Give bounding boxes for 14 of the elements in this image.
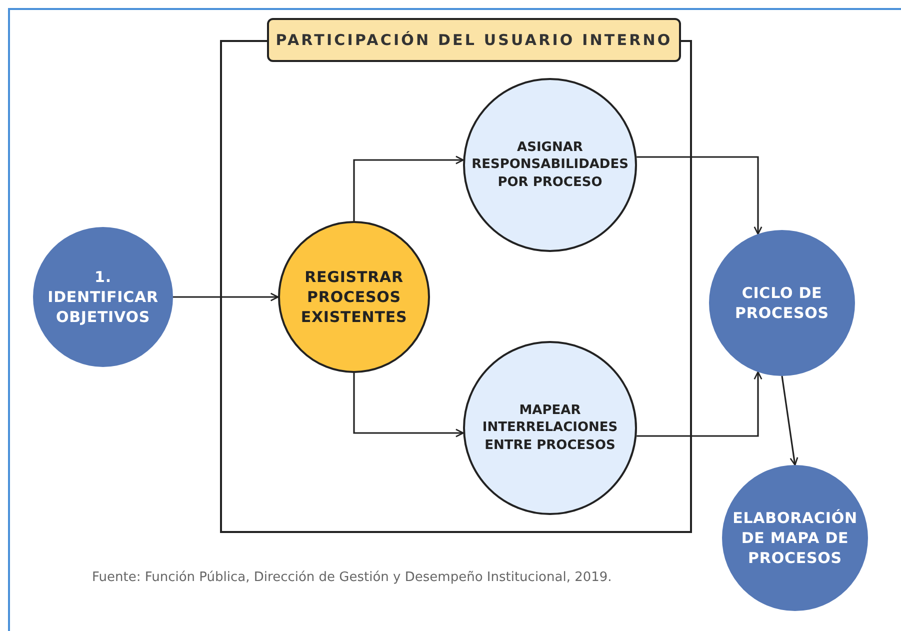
arrow (353, 373, 464, 438)
arrow (781, 376, 798, 466)
source-caption: Fuente: Función Pública, Dirección de Gestión y Desempeño Institucional, 2019. (92, 569, 612, 587)
arrow (636, 156, 762, 235)
node-label: ASIGNAR RESPONSABILIDADES POR PROCESO (470, 138, 630, 192)
group-heading: PARTICIPACIÓN DEL USUARIO INTERNO (267, 18, 681, 62)
arrow (636, 371, 762, 437)
node-label: REGISTRAR PROCESOS EXISTENTES (300, 266, 408, 328)
node-label: CICLO DE PROCESOS (734, 282, 830, 324)
arrow (173, 292, 279, 302)
node-label: MAPEAR INTERRELACIONES ENTRE PROCESOS (481, 402, 619, 454)
node-label: ELABORACIÓN DE MAPA DE PROCESOS (732, 508, 858, 568)
arrow (353, 156, 464, 221)
node-label: 1. IDENTIFICAR OBJETIVOS (46, 266, 160, 328)
